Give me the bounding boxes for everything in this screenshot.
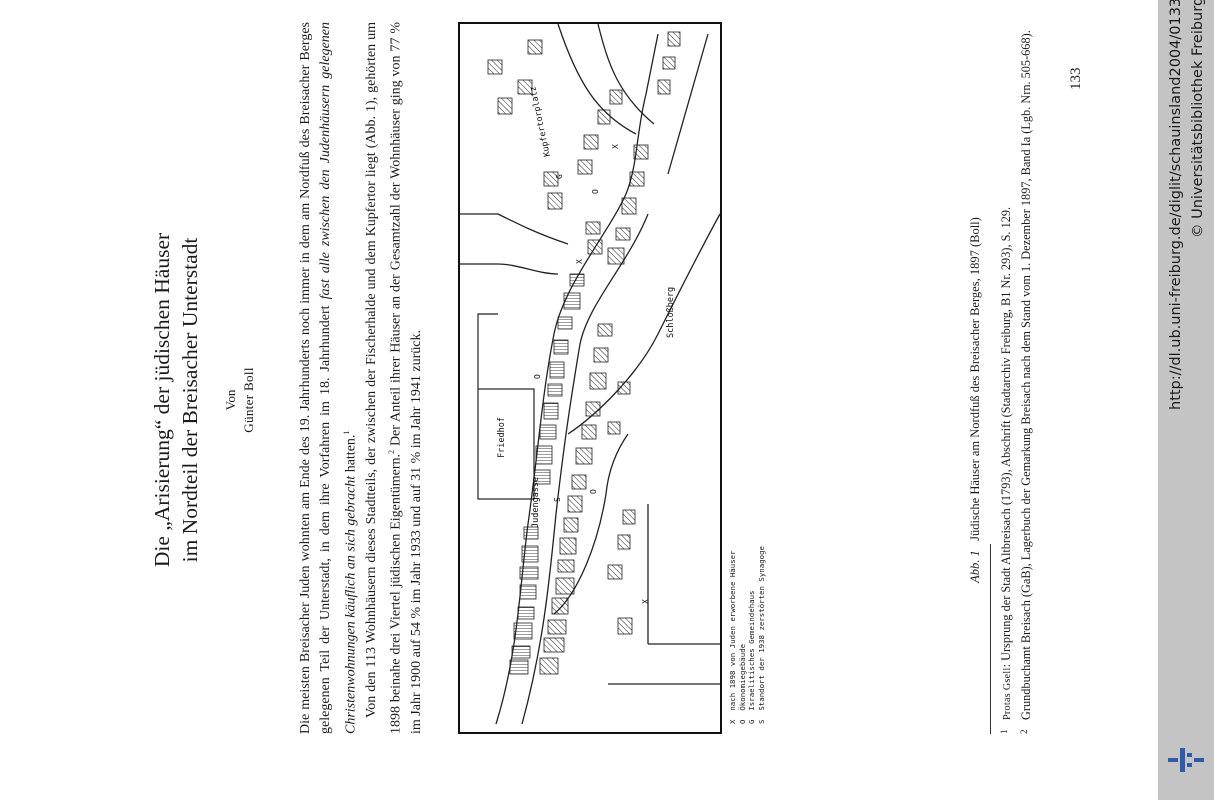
svg-text:O: O	[533, 374, 542, 379]
map-label-friedhof: Friedhof	[497, 417, 507, 458]
map-label-schlossberg: Schloßberg	[666, 287, 676, 338]
legend-item-g: G Israelitisches Gemeindehaus	[747, 590, 757, 725]
caption-label: Abb. 1	[968, 550, 982, 583]
legend-item-s: S Standort der 1938 zerstörten Synagoge	[756, 546, 766, 724]
map-drawing: O O O X X G S X Friedhof Judengasse Schloßber…	[458, 22, 722, 734]
svg-text:S: S	[553, 497, 562, 502]
footnote-divider	[990, 544, 991, 734]
map-figure: O O O X X G S X Friedhof Judengasse Schloßber…	[458, 22, 722, 734]
source-url[interactable]: http://dl.ub.uni-freiburg.de/diglit/scha…	[1168, 0, 1184, 410]
article-title-line-2: im Nordteil der Breisacher Unterstadt	[178, 237, 202, 563]
article-title-line-1: Die „Arisierung“ der jüdischen Häuser	[150, 232, 174, 568]
footnote-1: 1Protas Gsell: Ursprung der Stadt Altbre…	[999, 206, 1013, 734]
svg-text:X: X	[575, 259, 584, 264]
body-text: Die meisten Breisacher Juden wohnten am …	[296, 22, 428, 734]
byline-author: Günter Boll	[241, 367, 256, 433]
figure-caption: Abb. 1 Jüdische Häuser am Nordfuß des Br…	[968, 0, 983, 800]
ub-freiburg-logo-icon	[1168, 748, 1204, 772]
legend-item-o: O Ökonomiegebäude	[737, 643, 747, 724]
svg-text:O: O	[589, 489, 598, 494]
byline-von: Von	[223, 389, 238, 411]
paragraph-1: Die meisten Breisacher Juden wohnten am …	[298, 22, 359, 734]
copyright-notice: © Universitätsbibliothek Freiburg	[1190, 0, 1206, 238]
page-number: 133	[1068, 67, 1084, 91]
map-label-judengasse: Judengasse	[531, 477, 541, 528]
viewer-sidebar: http://dl.ub.uni-freiburg.de/diglit/scha…	[1158, 0, 1214, 800]
caption-text: Jüdische Häuser am Nordfuß des Breisache…	[968, 217, 982, 541]
paragraph-2: Von den 113 Wohnhäusern dieses Stadtteil…	[363, 22, 425, 734]
footnotes: 1Protas Gsell: Ursprung der Stadt Altbre…	[996, 22, 1034, 734]
footnote-2: 2Grundbuchamt Breisach (GaB), Lagerbuch …	[1019, 30, 1033, 734]
footnote-ref-1: 1	[341, 430, 351, 435]
legend-item-x: X nach 1898 von Juden erworbene Häuser	[728, 550, 737, 724]
svg-text:G: G	[555, 174, 564, 179]
svg-text:X: X	[641, 599, 650, 604]
map-legend: X nach 1898 von Juden erworbene Häuser O…	[728, 546, 766, 724]
document-page: Die „Arisierung“ der jüdischen Häuser im…	[150, 0, 1084, 800]
svg-text:O: O	[591, 189, 600, 194]
svg-text:X: X	[611, 144, 620, 149]
footnote-ref-2: 2	[387, 449, 397, 454]
